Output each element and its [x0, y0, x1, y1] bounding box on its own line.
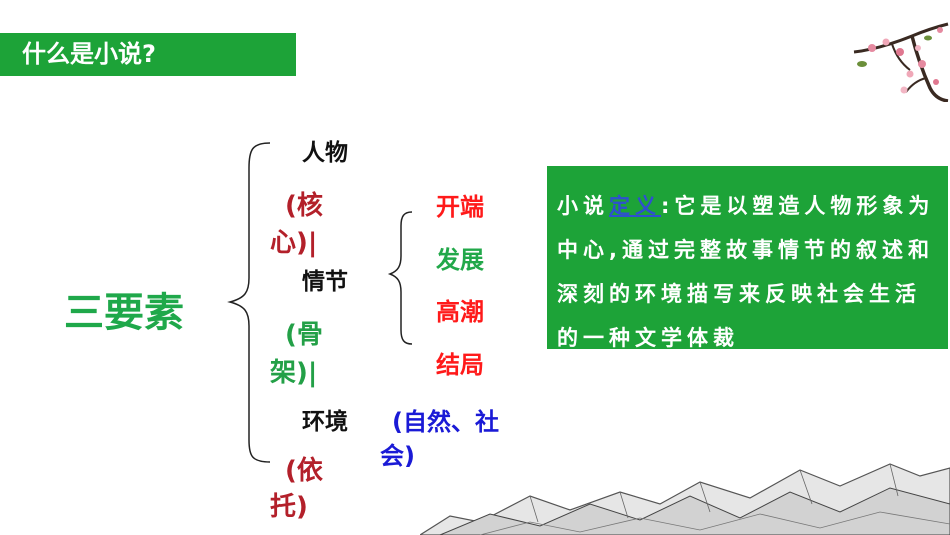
plot-label: 情节 — [302, 269, 348, 295]
environment-types-line2: 会) — [380, 442, 415, 470]
plum-blossom-decoration — [853, 22, 949, 102]
character-label: 人物 — [302, 140, 348, 166]
plot-stage-4: 结局 — [436, 351, 484, 379]
plot-stage-2: 发展 — [436, 246, 484, 274]
definition-prefix: 小说 — [557, 194, 609, 218]
character-note-line1: (核 — [285, 191, 323, 221]
title-banner: 什么是小说? — [0, 33, 296, 76]
plot-note-line2: 架)| — [270, 358, 318, 388]
plot-brace — [387, 211, 413, 345]
definition-box: 小说定义:它是以塑造人物形象为中心,通过完整故事情节的叙述和深刻的环境描写来反映… — [547, 166, 948, 350]
environment-types-line1: (自然、社 — [392, 408, 499, 436]
environment-label: 环境 — [302, 409, 348, 435]
definition-link[interactable]: 定义 — [609, 194, 661, 218]
three-elements-label: 三要素 — [64, 290, 184, 336]
plot-stage-1: 开端 — [436, 193, 484, 221]
main-brace — [227, 142, 271, 463]
plot-note-line1: (骨 — [285, 320, 323, 350]
definition-body: :它是以塑造人物形象为中心,通过完整故事情节的叙述和深刻的环境描写来反映社会生活… — [557, 194, 935, 350]
character-note-line2: 心)| — [270, 228, 318, 258]
ink-mountains-decoration — [420, 463, 950, 535]
plot-stage-3: 高潮 — [436, 298, 484, 326]
environment-note-line1: (依 — [285, 456, 323, 486]
environment-note-line2: 托) — [270, 492, 308, 522]
slide-title: 什么是小说? — [22, 40, 156, 68]
